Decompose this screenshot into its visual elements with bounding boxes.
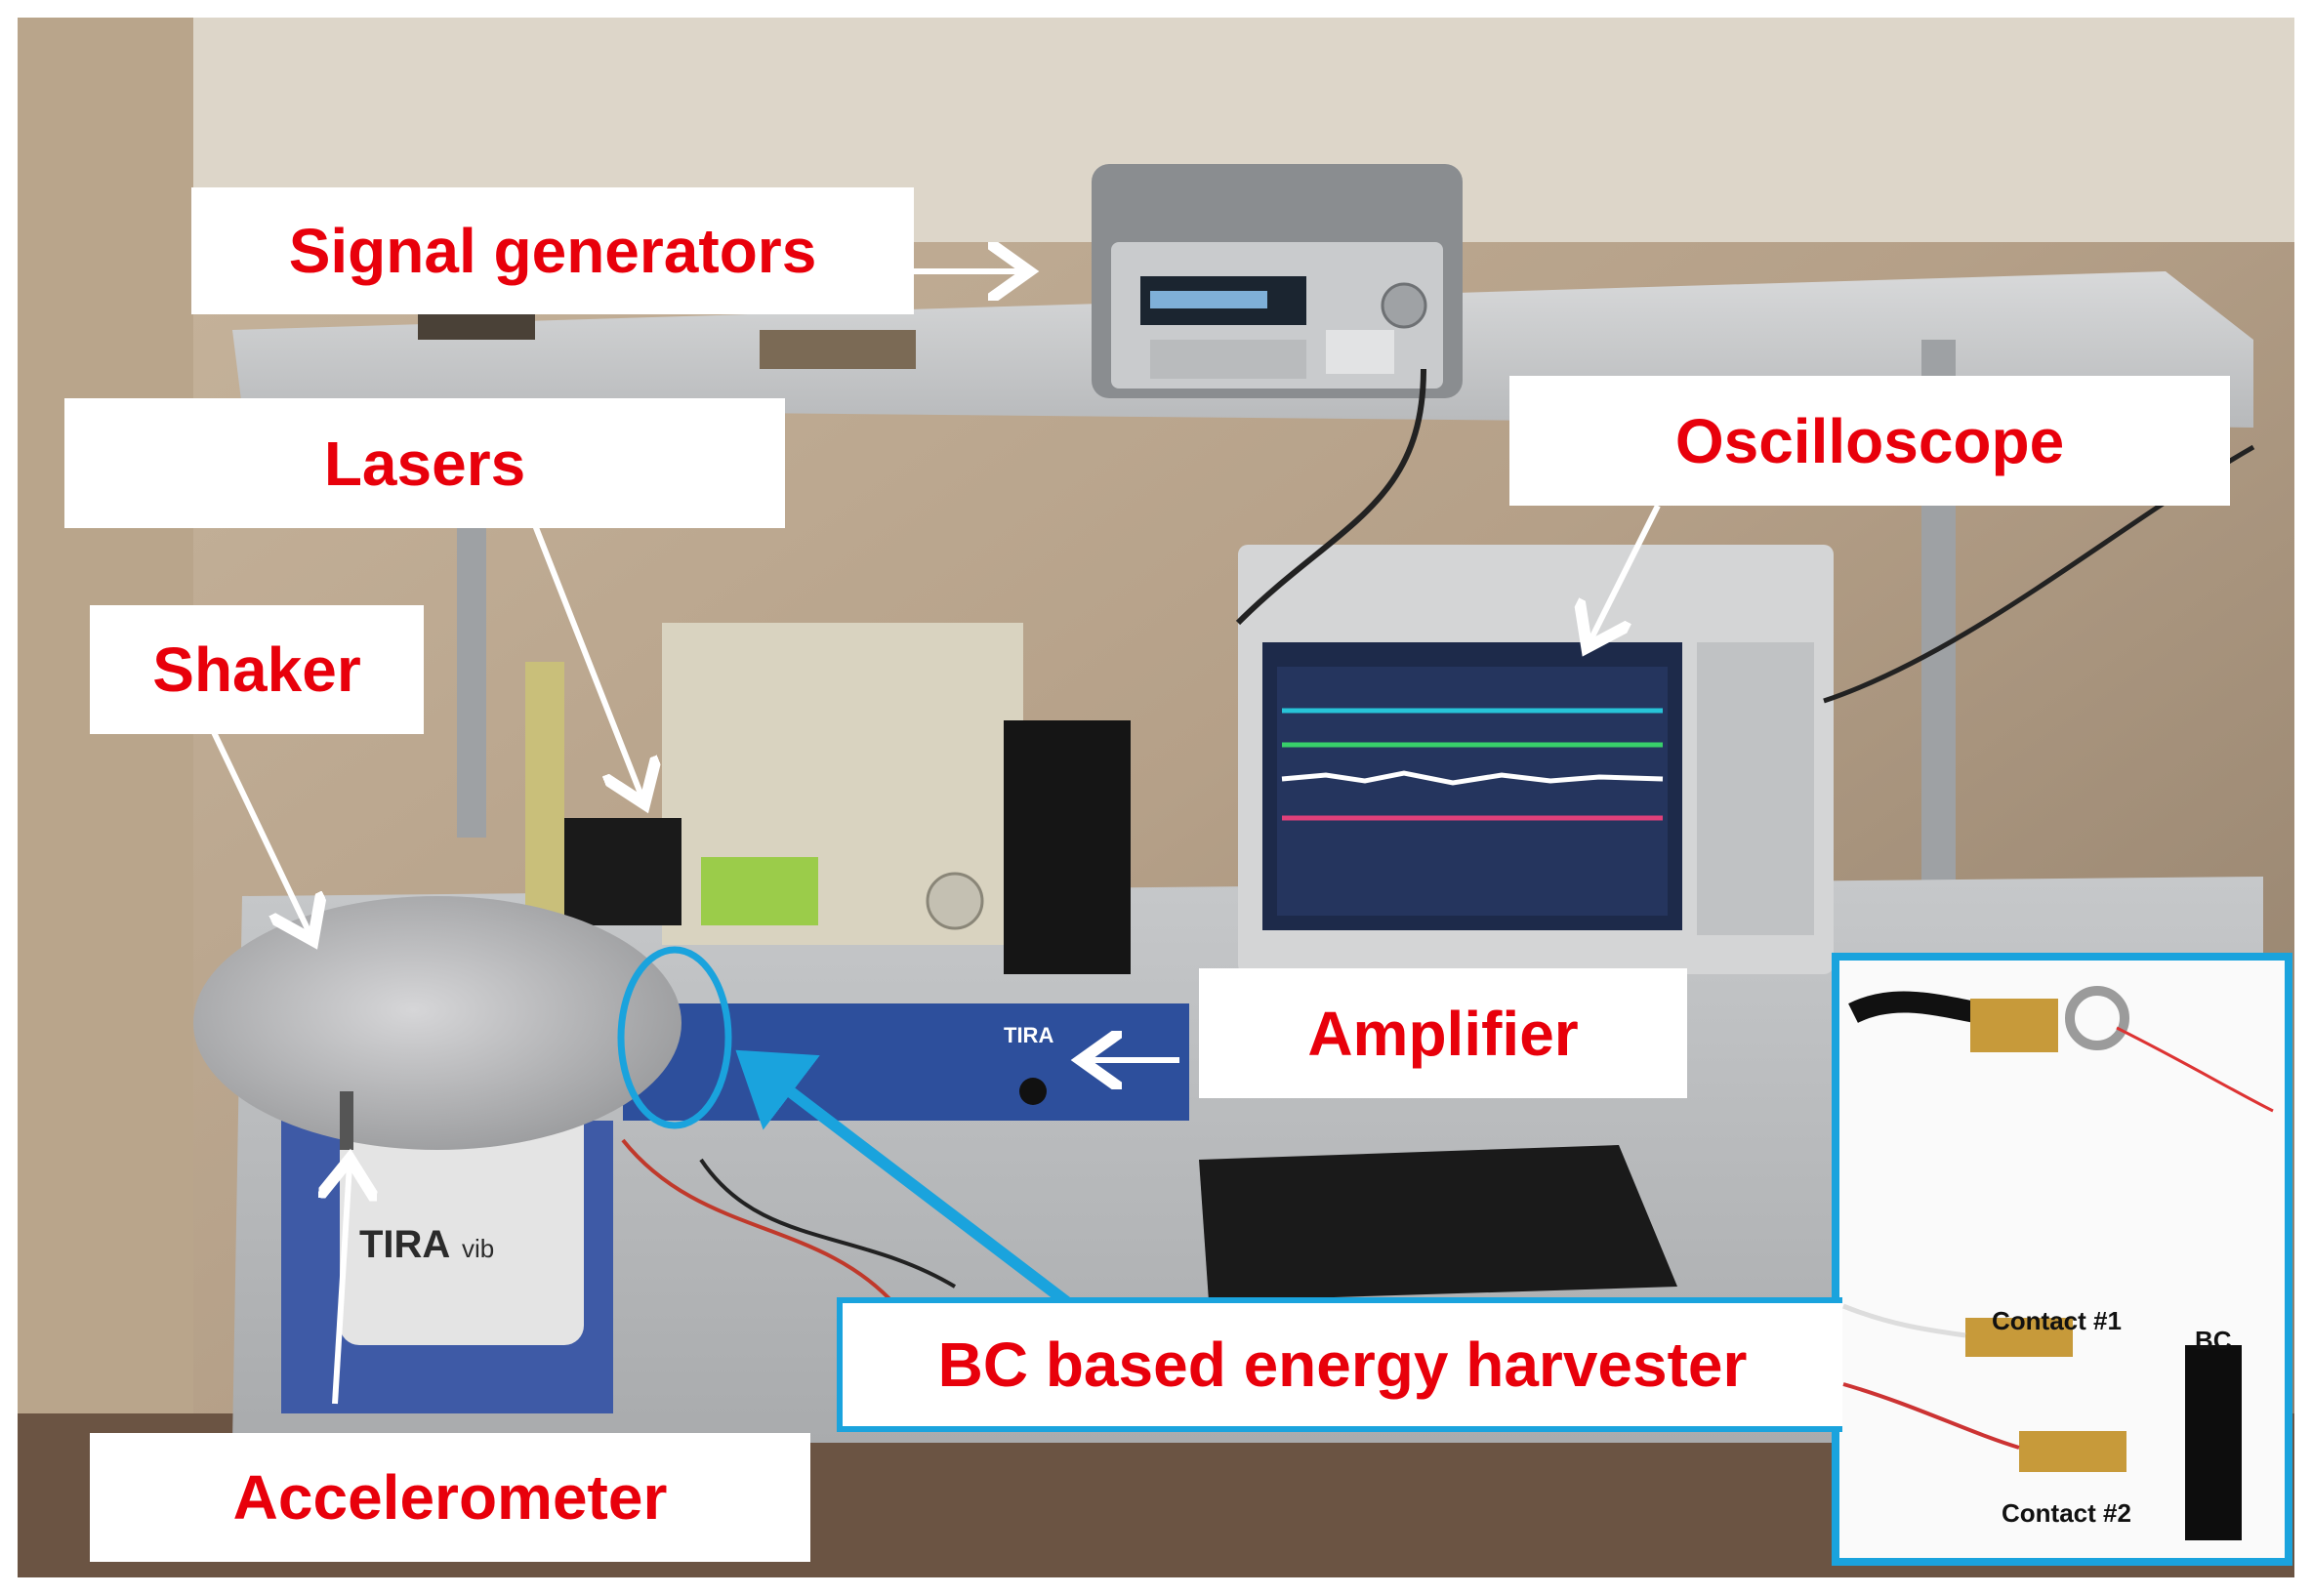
inset-label-bc: BC — [2195, 1326, 2232, 1355]
electrode-contact-1 — [1965, 1318, 2073, 1357]
amplifier-brand-text: TIRA — [1004, 1023, 1053, 1047]
black-box — [1004, 720, 1131, 974]
bc-sample — [2185, 1345, 2242, 1540]
label-amplifier: Amplifier — [1199, 968, 1687, 1098]
label-lasers: Lasers — [64, 398, 785, 528]
lasers-arrow — [532, 523, 642, 798]
inset-label-contact-1: Contact #1 — [1992, 1306, 2122, 1335]
oscilloscope-arrow — [1590, 504, 1661, 642]
cable-3 — [621, 1138, 898, 1308]
label-shaker: Shaker — [90, 605, 424, 734]
inset-label-contact-2: Contact #2 — [2002, 1498, 2131, 1528]
oscilloscope-device — [1238, 545, 1834, 974]
label-signal-generators: Signal generators — [191, 187, 914, 314]
accelerometer-arrow — [335, 1165, 350, 1405]
label-harvester: BC based energy harvester — [837, 1297, 1842, 1432]
harvester-arrow — [735, 1049, 1076, 1311]
bc-strip-top — [1848, 991, 1983, 1024]
shaker-arrow — [210, 728, 310, 935]
shaker-model-text: vib — [462, 1234, 494, 1263]
shaker-plate — [193, 896, 681, 1150]
left-wall — [18, 18, 193, 1577]
laser-housing — [545, 818, 681, 925]
lab-setup-photo: TIRA TIRA vib — [18, 18, 2294, 1577]
electrode-top — [1970, 999, 2058, 1052]
shelf-parts — [418, 310, 535, 340]
shaker-device: TIRA vib — [193, 896, 681, 1413]
label-accelerometer: Accelerometer — [90, 1433, 810, 1562]
harvester-inset — [1832, 953, 2292, 1566]
cable — [1235, 368, 1426, 626]
annotation-arrows — [210, 271, 1661, 1405]
signal-generator-device — [1092, 164, 1463, 398]
ring-terminal — [2065, 986, 2129, 1050]
laser-frame — [525, 662, 564, 916]
harvester-highlight-circle — [617, 946, 732, 1129]
label-oscilloscope: Oscilloscope — [1509, 376, 2230, 506]
cable-4 — [699, 1158, 957, 1289]
keyboard-device — [1199, 1145, 1677, 1301]
shelf-parts-2 — [760, 330, 916, 369]
power-supply-device — [662, 623, 1023, 945]
electrode-contact-2 — [2019, 1431, 2126, 1472]
shaker-brand-text: TIRA — [359, 1223, 450, 1266]
